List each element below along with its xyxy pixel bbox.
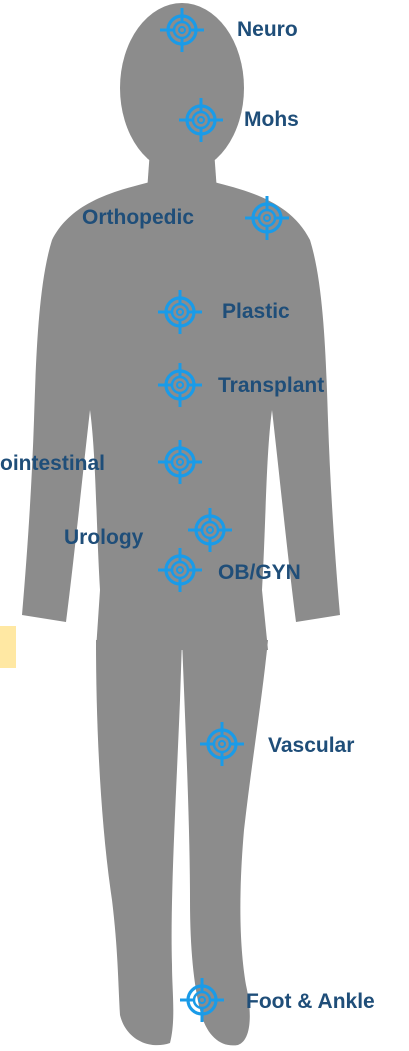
- label-urology[interactable]: Urology: [64, 526, 143, 550]
- label-orthopedic[interactable]: Orthopedic: [82, 206, 194, 230]
- silhouette-shape: [22, 3, 340, 1045]
- label-plastic[interactable]: Plastic: [222, 300, 290, 324]
- label-mohs[interactable]: Mohs: [244, 108, 299, 132]
- highlight-tab: [0, 626, 16, 668]
- label-ob-gyn[interactable]: OB/GYN: [218, 561, 301, 585]
- label-transplant[interactable]: Transplant: [218, 374, 324, 398]
- label-vascular[interactable]: Vascular: [268, 734, 354, 758]
- label-foot-ankle[interactable]: Foot & Ankle: [246, 990, 375, 1014]
- label-gastrointestinal[interactable]: ointestinal: [0, 452, 105, 476]
- label-neuro[interactable]: Neuro: [237, 18, 298, 42]
